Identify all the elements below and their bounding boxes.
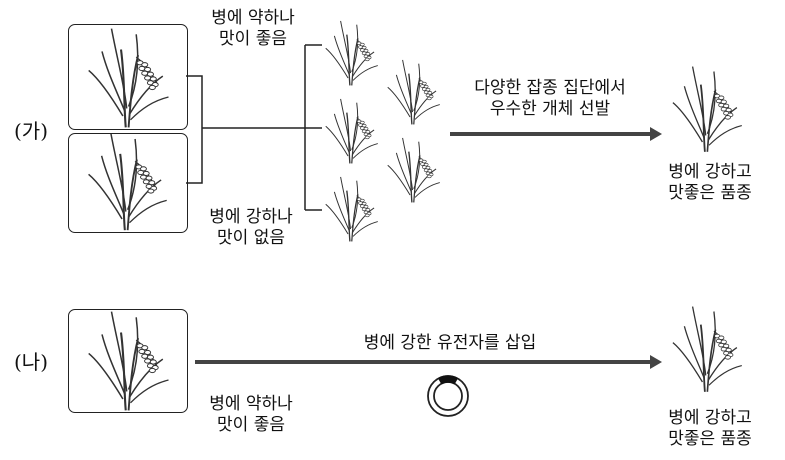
hybrid-plant-icon <box>325 98 379 165</box>
rice-plant-icon <box>87 310 170 412</box>
parent-caption-na: 병에 약하나 맛이 좋음 <box>209 394 293 435</box>
parent-top-caption: 병에 약하나 맛이 좋음 <box>211 8 295 49</box>
section-label-ga: (가) <box>14 119 49 143</box>
hybrid-plant-icon <box>387 59 441 126</box>
insertion-caption: 병에 강한 유전자를 삽입 <box>363 333 537 353</box>
result-caption-ga: 병에 강하고 맛좋은 품종 <box>668 162 752 203</box>
hybrid-plant-icon <box>325 20 379 87</box>
parent-plant-box-top <box>68 24 188 130</box>
hybrid-plant-icon <box>387 137 441 204</box>
result-caption-na: 병에 강하고 맛좋은 품종 <box>668 408 752 449</box>
hybrid-plant-icon <box>325 176 379 243</box>
result-plant-icon <box>672 65 743 153</box>
plasmid-icon <box>427 375 469 417</box>
section-label-na: (나) <box>14 350 49 374</box>
parent-plant-box-bottom <box>68 133 188 233</box>
selection-caption: 다양한 잡종 집단에서 우수한 개체 선발 <box>474 78 626 119</box>
result-plant-icon <box>672 305 743 393</box>
parent-bottom-caption: 병에 강하나 맛이 없음 <box>209 207 293 248</box>
parent-plant-box-na <box>68 309 188 413</box>
